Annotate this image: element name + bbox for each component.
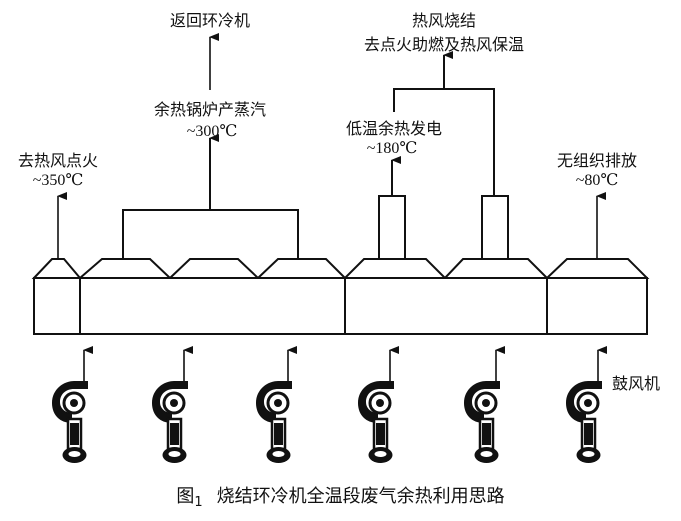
label-unorganized-exhaust: 无组织排放 xyxy=(556,151,638,170)
blower-icon xyxy=(564,379,604,465)
label-ignition-support: 去点火助燃及热风保温 xyxy=(363,35,525,54)
figure-prefix: 图 xyxy=(176,486,195,506)
label-exhaust-temp: ~80℃ xyxy=(575,172,619,189)
hood-2 xyxy=(77,258,173,279)
hood-4 xyxy=(255,258,348,279)
label-return-cooler: 返回环冷机 xyxy=(169,11,251,30)
sinter-stack xyxy=(393,51,509,260)
label-blower: 鼓风机 xyxy=(612,374,661,393)
figure-number: 1 xyxy=(194,495,203,510)
label-ignition-temp: ~350℃ xyxy=(32,172,84,189)
cooler-body xyxy=(33,277,648,335)
blower-arrows xyxy=(83,346,607,385)
blower-icon xyxy=(150,379,190,465)
blower-icon xyxy=(462,379,502,465)
hood-1 xyxy=(31,258,83,279)
blower-icon xyxy=(50,379,90,465)
label-low-temp-power: 低温余热发电 xyxy=(345,119,443,138)
blower-icon xyxy=(254,379,294,465)
exhaust-arrows xyxy=(57,33,606,259)
figure-caption: 图1 烧结环冷机全温段废气余热利用思路 xyxy=(0,482,681,510)
blower-icon xyxy=(356,379,396,465)
hood-5 xyxy=(342,258,448,279)
hood-6 xyxy=(442,258,550,279)
label-hot-air-sinter: 热风烧结 xyxy=(411,11,477,30)
hood-3 xyxy=(167,258,261,279)
cooler-hoods xyxy=(31,258,650,279)
power-stack xyxy=(378,156,406,260)
figure-title: 烧结环冷机全温段废气余热利用思路 xyxy=(216,486,505,507)
label-boiler-temp: ~300℃ xyxy=(186,123,238,140)
boiler-duct xyxy=(122,134,299,259)
label-hot-air-ignition: 去热风点火 xyxy=(17,151,99,170)
hood-7 xyxy=(544,258,650,279)
label-waste-heat-boiler: 余热锅炉产蒸汽 xyxy=(153,100,267,119)
label-power-temp: ~180℃ xyxy=(366,140,418,157)
